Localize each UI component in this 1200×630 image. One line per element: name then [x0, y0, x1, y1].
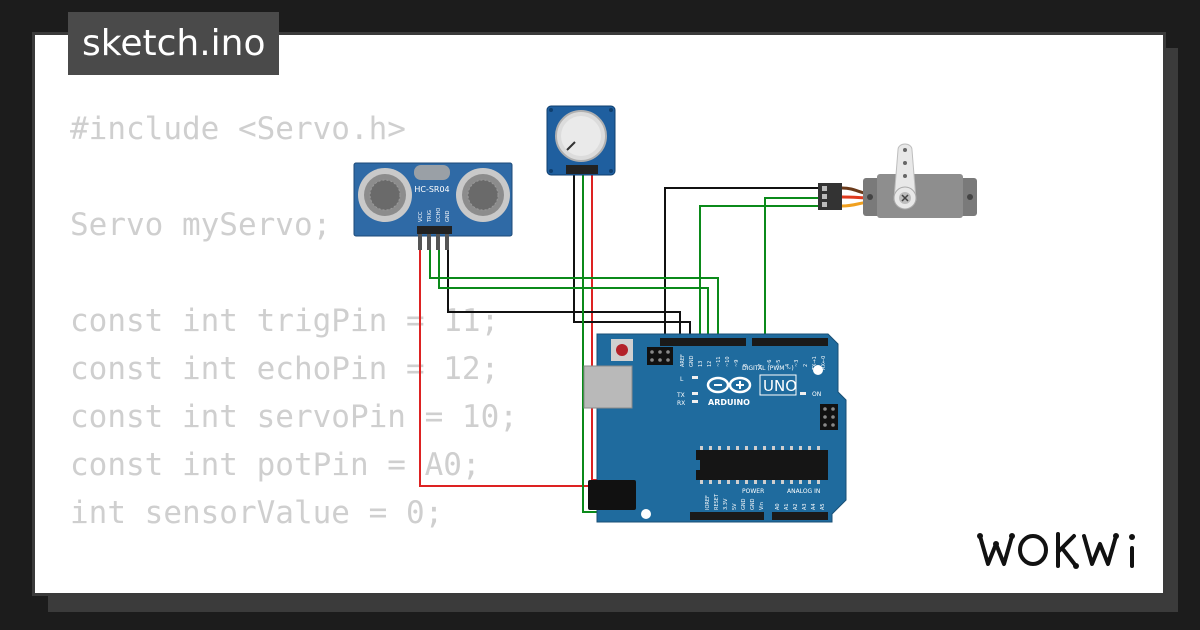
- arduino-brand-label: ARDUINO: [708, 398, 750, 407]
- pin-label-2: 2: [803, 364, 809, 367]
- pin-label-12: 12: [707, 361, 713, 367]
- code-line: const int servoPin = 10;: [70, 399, 518, 435]
- power-jack: [588, 480, 636, 510]
- file-title: sketch.ino: [68, 12, 280, 75]
- pin-label-a5: A5: [820, 503, 826, 510]
- potentiometer-pins: [566, 165, 598, 174]
- pin-label-10: ~10: [725, 356, 731, 367]
- wire-servo-signal: [699, 205, 820, 340]
- arduino-logo-icon: [706, 376, 752, 394]
- power-section-label: POWER: [742, 488, 764, 495]
- code-line: #include <Servo.h>: [70, 111, 406, 147]
- pin-label-7: 7: [758, 364, 764, 367]
- wire-sensor-trig: [429, 250, 719, 340]
- led-rx: [692, 400, 698, 403]
- arduino-uno-board[interactable]: AREF GND 13 12 ~11 ~10 ~9 8 7 ~6 ~5 4 ~3…: [583, 333, 847, 523]
- pin-label-vin: Vin: [759, 502, 765, 510]
- mounting-hole: [813, 365, 823, 375]
- pin-label-ioref: IOREF: [705, 495, 711, 510]
- code-line: void setup() {: [70, 585, 518, 593]
- servo-connector: [818, 183, 842, 210]
- pin-label-gnd-1: GND: [741, 498, 747, 510]
- pin-label-a4: A4: [811, 503, 817, 510]
- code-line: const int trigPin = 11;: [70, 303, 500, 339]
- pin-label-3v3: 3.3V: [723, 498, 729, 510]
- digital-header: [660, 338, 828, 346]
- sensor-model-label: HC-SR04: [414, 185, 449, 194]
- arduino-model-label: UNO: [763, 377, 797, 395]
- led-on: [800, 392, 806, 395]
- led-label-l: L: [680, 376, 684, 383]
- potentiometer-knob-icon[interactable]: [555, 110, 607, 162]
- pin-label-9: ~9: [734, 360, 740, 367]
- usb-port: [583, 365, 633, 409]
- power-header: [690, 512, 764, 520]
- pin-label-a1: A1: [784, 503, 790, 510]
- wokwi-logo: [977, 532, 1135, 569]
- analog-header: [772, 512, 828, 520]
- pin-label-11: ~11: [716, 356, 722, 367]
- sensor-pin-gnd-label: GND: [445, 210, 451, 222]
- ultrasonic-transducer-right: [456, 168, 510, 222]
- microcontroller-chip: [696, 450, 828, 480]
- sensor-pin-vcc-label: VCC: [418, 211, 424, 222]
- ultrasonic-sensor[interactable]: HC-SR04 VCC TRIG ECHO GND: [353, 162, 513, 250]
- icsp-header-top: [647, 347, 673, 365]
- wire-servo-gnd: [664, 187, 820, 341]
- mounting-hole: [641, 509, 651, 519]
- pin-label-rx0: RX←0: [821, 356, 827, 370]
- icsp-header-side: [820, 404, 838, 430]
- pin-label-a2: A2: [793, 503, 799, 510]
- on-led-label: ON: [812, 391, 821, 398]
- wire-sensor-echo: [438, 250, 709, 340]
- pin-label-aref: AREF: [680, 354, 686, 367]
- wire-sensor-gnd: [447, 250, 681, 340]
- pin-label-8: 8: [743, 364, 749, 367]
- pin-label-5: ~5: [776, 360, 782, 367]
- sensor-pin-echo-label: ECHO: [436, 208, 442, 222]
- pin-label-tx1: TX→1: [812, 356, 818, 371]
- led-label-rx: RX: [677, 400, 685, 407]
- pin-label-6: ~6: [767, 360, 773, 367]
- pin-label-gnd: GND: [689, 355, 695, 367]
- led-label-tx: TX: [676, 392, 685, 399]
- pin-label-4: 4: [785, 364, 791, 367]
- potentiometer[interactable]: [546, 105, 616, 176]
- pin-label-reset: RESET: [714, 493, 720, 510]
- pin-label-a0: A0: [775, 503, 781, 510]
- pin-label-13: 13: [698, 361, 704, 367]
- led-tx: [692, 392, 698, 395]
- code-line: const int potPin = A0;: [70, 447, 481, 483]
- pin-label-3: ~3: [794, 360, 800, 367]
- digital-pwm-label: DIGITAL (PWM ~): [742, 365, 794, 372]
- code-line: Servo myServo;: [70, 207, 332, 243]
- analog-section-label: ANALOG IN: [787, 488, 820, 495]
- sensor-pin-header: [417, 226, 452, 250]
- pin-label-a3: A3: [802, 503, 808, 510]
- servo-horn-icon[interactable]: [893, 143, 917, 210]
- wire-pot-gnd: [573, 172, 691, 340]
- sensor-pin-trig-label: TRIG: [427, 210, 433, 223]
- code-line: int sensorValue = 0;: [70, 495, 444, 531]
- ultrasonic-transducer-left: [358, 168, 412, 222]
- pin-label-gnd-2: GND: [750, 498, 756, 510]
- pin-label-5v: 5V: [732, 503, 738, 510]
- code-preview: #include <Servo.h> Servo myServo; const in…: [70, 105, 518, 593]
- code-line: const int echoPin = 12;: [70, 351, 500, 387]
- led-l: [692, 376, 698, 379]
- servo-motor[interactable]: [818, 143, 977, 218]
